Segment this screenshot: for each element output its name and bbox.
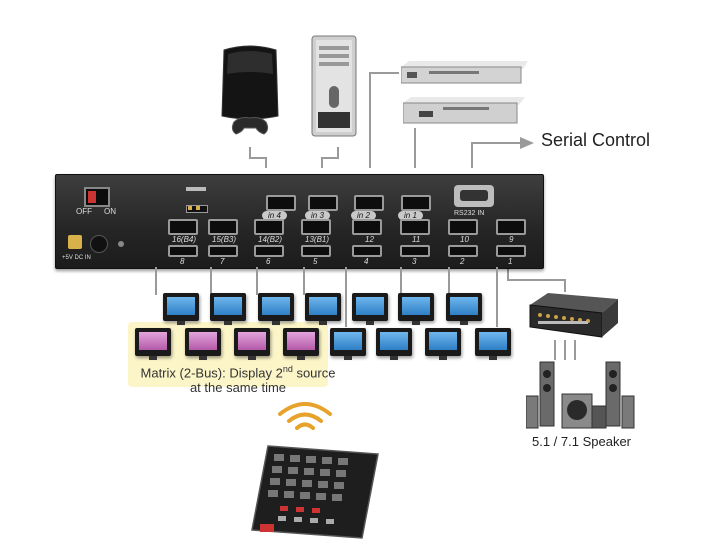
monitor-icon <box>475 328 511 360</box>
output-cable <box>448 267 450 295</box>
rs232-label: RS232 IN <box>454 210 485 217</box>
hdmi-output-port-8[interactable] <box>168 245 198 257</box>
input-label-4: in 4 <box>262 211 287 220</box>
output-cable <box>400 267 402 295</box>
output-label-2: 2 <box>460 257 465 266</box>
hdmi-output-port-12[interactable] <box>352 219 382 235</box>
dc-in-port[interactable] <box>68 235 82 249</box>
output-label-13: 13(B1) <box>305 235 330 244</box>
output-cable <box>210 267 212 295</box>
output-cable <box>345 267 347 327</box>
hdmi-input-port-4[interactable] <box>266 195 296 211</box>
matrix-caption: Matrix (2-Bus): Display 2nd source at th… <box>128 362 348 395</box>
output-label-10: 10 <box>460 235 469 244</box>
hdmi-input-port-3[interactable] <box>308 195 338 211</box>
av-receiver-icon <box>528 291 620 341</box>
monitor-icon <box>258 293 294 325</box>
monitor-icon <box>376 328 412 360</box>
matrix-caption-source: source <box>292 365 336 381</box>
hdmi-output-port-3[interactable] <box>400 245 430 257</box>
power-on-label: ON <box>104 207 116 216</box>
reset-button[interactable] <box>90 235 108 253</box>
output-label-9: 9 <box>509 235 514 244</box>
hdmi-output-port-4[interactable] <box>352 245 382 257</box>
game-console-icon <box>218 44 282 138</box>
matrix-caption-line1: Matrix (2-Bus): Display 2 <box>140 365 283 381</box>
dip-switch-panel[interactable] <box>184 185 224 219</box>
monitor-icon <box>210 293 246 325</box>
output-label-3: 3 <box>412 257 417 266</box>
hdmi-output-port-2[interactable] <box>448 245 478 257</box>
output-label-8: 8 <box>180 257 185 266</box>
hdmi-input-port-1[interactable] <box>401 195 431 211</box>
monitor-icon <box>446 293 482 325</box>
hdmi-input-port-2[interactable] <box>354 195 384 211</box>
monitor-icon <box>185 328 221 360</box>
output-label-11: 11 <box>412 235 421 244</box>
monitor-icon <box>425 328 461 360</box>
matrix-caption-line2: at the same time <box>189 380 287 396</box>
hdmi-output-port-14[interactable] <box>254 219 284 235</box>
serial-control-label: Serial Control <box>541 130 651 150</box>
desktop-pc-icon <box>308 34 360 138</box>
output-label-14: 14(B2) <box>258 235 283 244</box>
matrix-caption-sup: nd <box>282 364 293 374</box>
monitor-icon <box>305 293 341 325</box>
dc-in-label: +5V DC IN <box>62 255 91 261</box>
hdmi-output-port-6[interactable] <box>254 245 284 257</box>
monitor-icon <box>398 293 434 325</box>
output-cable <box>256 267 258 295</box>
monitor-icon <box>135 328 171 360</box>
remote-control-icon[interactable] <box>250 444 380 540</box>
hdmi-matrix-switch: OFF ON +5V DC IN in 4 in 3 in 2 in 1 RS2… <box>55 174 544 269</box>
output-cable <box>496 267 498 327</box>
output-label-5: 5 <box>313 257 318 266</box>
speaker-caption: 5.1 / 7.1 Speaker <box>532 434 632 449</box>
input-label-2: in 2 <box>351 211 376 220</box>
rs232-port[interactable] <box>454 185 494 207</box>
dvd-player-icon <box>400 61 528 85</box>
output-label-12: 12 <box>365 235 374 244</box>
hdmi-output-port-7[interactable] <box>208 245 238 257</box>
speaker-icon <box>525 360 636 432</box>
monitor-icon <box>352 293 388 325</box>
hdmi-output-port-15[interactable] <box>208 219 238 235</box>
output-label-4: 4 <box>364 257 369 266</box>
monitor-icon <box>234 328 270 360</box>
hdmi-output-port-13[interactable] <box>301 219 331 235</box>
output-label-7: 7 <box>220 257 225 266</box>
hdmi-output-port-11[interactable] <box>400 219 430 235</box>
hdmi-output-port-5[interactable] <box>301 245 331 257</box>
monitor-icon <box>283 328 319 360</box>
input-label-1: in 1 <box>398 211 423 220</box>
hdmi-output-port-1[interactable] <box>496 245 526 257</box>
wifi-signal-icon <box>276 400 334 432</box>
hdmi-output-port-16[interactable] <box>168 219 198 235</box>
output-label-6: 6 <box>266 257 271 266</box>
output-label-1: 1 <box>508 257 513 266</box>
hdmi-output-port-10[interactable] <box>448 219 478 235</box>
output-label-15: 15(B3) <box>212 235 237 244</box>
monitor-icon <box>163 293 199 325</box>
blu-ray-player-icon <box>402 97 525 125</box>
power-off-label: OFF <box>76 207 92 216</box>
output-label-16: 16(B4) <box>172 235 197 244</box>
monitor-icon <box>330 328 366 360</box>
hdmi-output-port-9[interactable] <box>496 219 526 235</box>
input-label-3: in 3 <box>305 211 330 220</box>
output-cable <box>155 267 157 295</box>
ir-sensor <box>118 241 124 247</box>
power-switch[interactable] <box>84 187 110 207</box>
output-cable <box>303 267 305 295</box>
